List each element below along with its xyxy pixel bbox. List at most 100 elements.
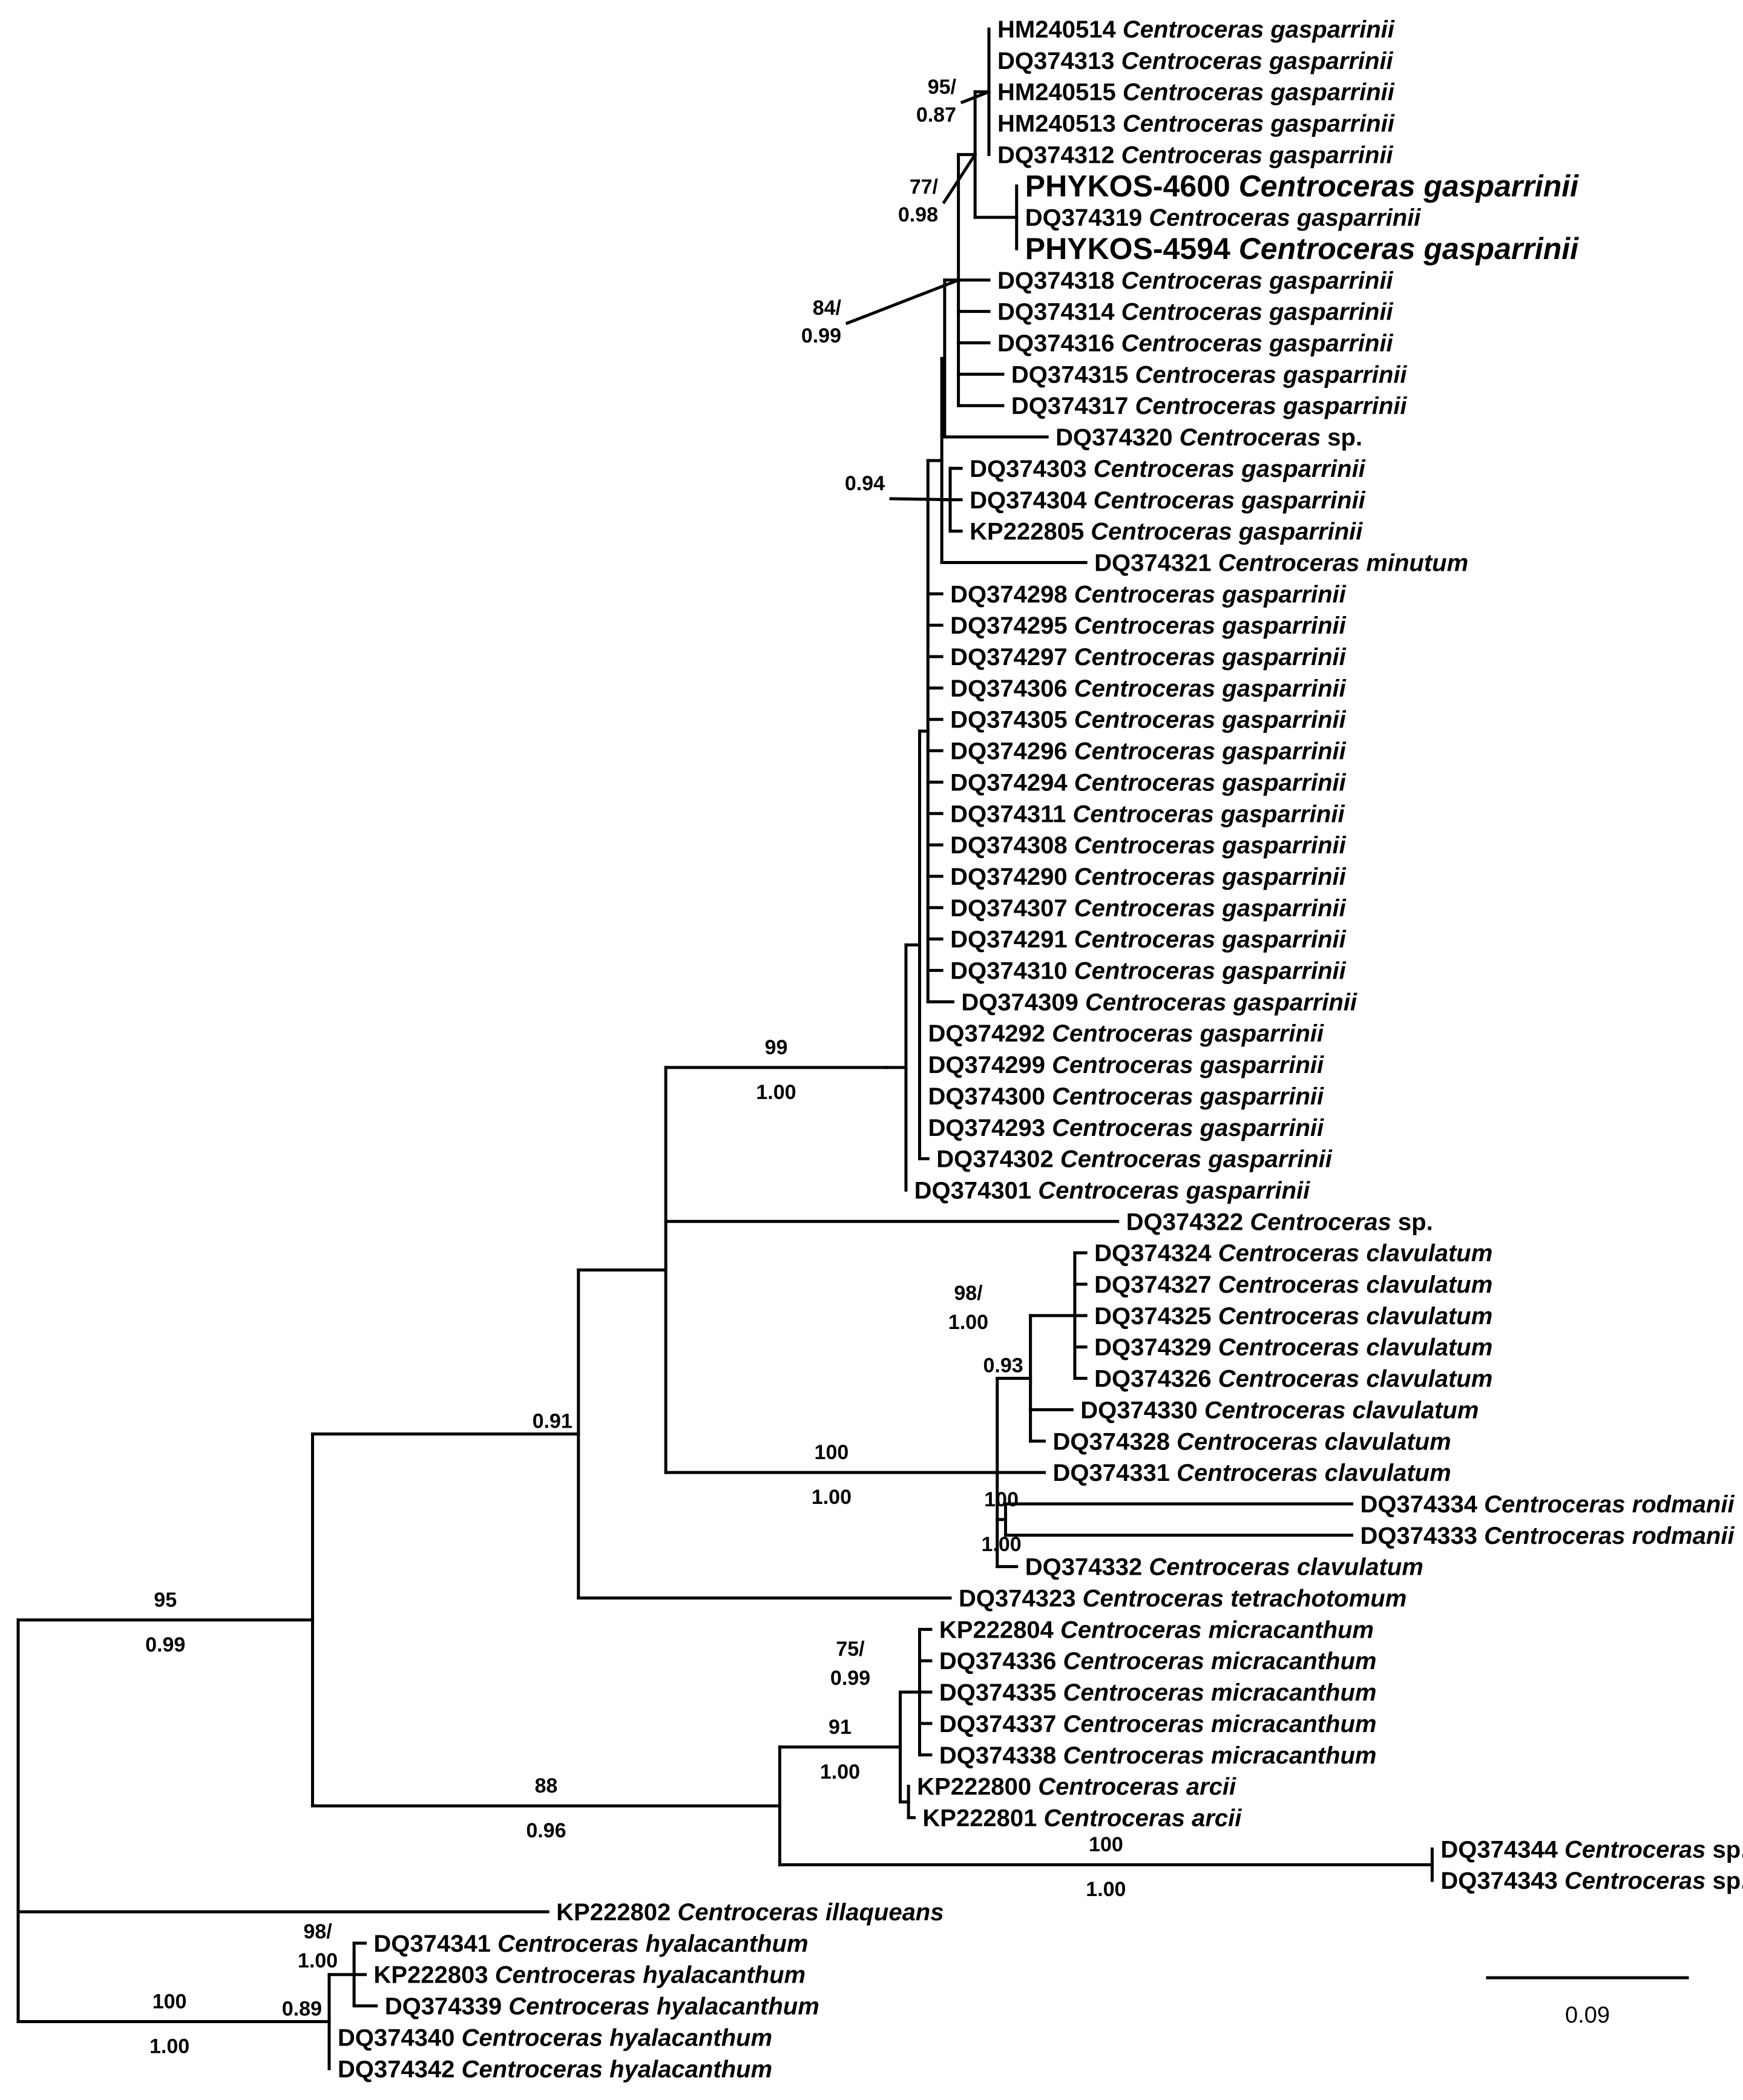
accession-number: DQ374292 — [928, 1020, 1052, 1047]
tip-label: DQ374318 Centroceras gasparrinii — [997, 267, 1394, 294]
accession-number: DQ374337 — [939, 1711, 1063, 1737]
species-name: Centroceras sp. — [1564, 1836, 1743, 1863]
support-posterior: 0.87 — [916, 103, 956, 126]
support-bootstrap: 77/ — [910, 176, 939, 199]
accession-number: DQ374322 — [1126, 1209, 1250, 1235]
accession-number: DQ374299 — [928, 1052, 1052, 1078]
tip-label: DQ374324 Centroceras clavulatum — [1094, 1240, 1492, 1267]
accession-number: DQ374343 — [1440, 1868, 1564, 1894]
tip-label: DQ374332 Centroceras clavulatum — [1025, 1554, 1423, 1581]
species-name: Centroceras arcii — [1038, 1774, 1236, 1800]
tip-label: KP222800 Centroceras arcii — [917, 1774, 1236, 1800]
accession-number: DQ374321 — [1094, 550, 1218, 576]
accession-number: KP222804 — [939, 1616, 1060, 1643]
tip-label: DQ374334 Centroceras rodmanii — [1361, 1491, 1735, 1518]
tip-label: DQ374344 Centroceras sp. — [1440, 1836, 1743, 1863]
species-name: Centroceras micracanthum — [1063, 1648, 1376, 1675]
accession-number: DQ374339 — [385, 1993, 509, 2020]
tip-label: DQ374297 Centroceras gasparrinii — [950, 644, 1347, 671]
species-name: Centroceras clavulatum — [1177, 1460, 1451, 1486]
tip-label: DQ374328 Centroceras clavulatum — [1053, 1428, 1451, 1455]
accession-number: DQ374291 — [950, 927, 1074, 953]
tip-label: HM240514 Centroceras gasparrinii — [997, 16, 1395, 43]
species-name: Centroceras gasparrinii — [1239, 169, 1579, 203]
tip-label: DQ374293 Centroceras gasparrinii — [928, 1115, 1325, 1141]
tip-label: DQ374340 Centroceras hyalacanthum — [338, 2024, 772, 2051]
species-name: Centroceras rodmanii — [1484, 1491, 1735, 1518]
tip-label: DQ374330 Centroceras clavulatum — [1080, 1397, 1479, 1423]
accession-number: DQ374301 — [914, 1177, 1039, 1204]
tree-branches — [16, 27, 1434, 2070]
support-bootstrap: 98/ — [954, 1282, 983, 1305]
accession-number: DQ374334 — [1361, 1491, 1485, 1518]
species-name: Centroceras hyalacanthum — [462, 2056, 773, 2082]
tip-label: DQ374317 Centroceras gasparrinii — [1011, 393, 1408, 419]
tip-label: DQ374315 Centroceras gasparrinii — [1011, 361, 1408, 388]
accession-number: DQ374298 — [950, 581, 1074, 608]
species-name: Centroceras micracanthum — [1063, 1679, 1376, 1706]
species-name: Centroceras gasparrinii — [1074, 769, 1347, 796]
species-name: Centroceras gasparrinii — [1074, 958, 1347, 985]
tip-label: DQ374302 Centroceras gasparrinii — [936, 1146, 1333, 1173]
tip-label: KP222804 Centroceras micracanthum — [939, 1616, 1374, 1643]
support-bootstrap: 0.94 — [845, 472, 885, 495]
accession-number: PHYKOS-4600 — [1025, 169, 1239, 203]
species-name: Centroceras arcii — [1044, 1805, 1242, 1831]
tip-label: DQ374309 Centroceras gasparrinii — [961, 989, 1357, 1016]
accession-number: DQ374335 — [939, 1679, 1063, 1706]
species-name: Centroceras hyalacanthum — [462, 2024, 773, 2051]
tip-label: KP222803 Centroceras hyalacanthum — [373, 1962, 806, 1989]
accession-number: PHYKOS-4594 — [1025, 232, 1239, 266]
tip-label: DQ374325 Centroceras clavulatum — [1094, 1303, 1492, 1330]
species-name: Centroceras sp. — [1180, 424, 1362, 451]
tip-labels: HM240514 Centroceras gasparriniiDQ374313… — [338, 16, 1743, 2082]
support-bootstrap: 95 — [154, 1589, 177, 1612]
species-name: Centroceras gasparrinii — [1121, 267, 1394, 294]
accession-number: DQ374297 — [950, 644, 1074, 671]
support-bootstrap: 100 — [1089, 1833, 1123, 1856]
support-posterior: 0.93 — [983, 1354, 1023, 1377]
accession-number: DQ374294 — [950, 769, 1074, 796]
support-bootstrap: 95/ — [928, 76, 957, 99]
tip-label: DQ374308 Centroceras gasparrinii — [950, 832, 1347, 859]
accession-number: DQ374331 — [1053, 1460, 1177, 1486]
tip-label: DQ374313 Centroceras gasparrinii — [997, 48, 1394, 74]
accession-number: DQ374323 — [959, 1586, 1083, 1612]
species-name: Centroceras gasparrinii — [1121, 299, 1394, 326]
accession-number: DQ374319 — [1025, 205, 1149, 231]
support-bootstrap: 75/ — [836, 1638, 865, 1661]
tip-label: DQ374312 Centroceras gasparrinii — [997, 142, 1394, 168]
accession-number: DQ374336 — [939, 1648, 1063, 1675]
tip-label: KP222802 Centroceras illaqueans — [556, 1899, 944, 1926]
accession-number: KP222803 — [373, 1962, 494, 1989]
accession-number: DQ374341 — [373, 1931, 497, 1957]
accession-number: KP222800 — [917, 1774, 1038, 1800]
support-posterior: 0.98 — [898, 203, 938, 226]
support-bootstrap: 88 — [534, 1774, 557, 1797]
accession-number: DQ374305 — [950, 707, 1074, 733]
accession-number: DQ374329 — [1094, 1334, 1218, 1361]
accession-number: DQ374326 — [1094, 1366, 1218, 1393]
species-name: Centroceras micracanthum — [1063, 1711, 1376, 1737]
accession-number: DQ374316 — [997, 330, 1121, 357]
accession-number: HM240515 — [997, 79, 1123, 106]
support-leader-line — [845, 278, 960, 326]
accession-number: DQ374308 — [950, 832, 1074, 859]
tip-label: DQ374310 Centroceras gasparrinii — [950, 958, 1347, 985]
support-bootstrap: 100 — [815, 1441, 849, 1464]
accession-number: DQ374295 — [950, 612, 1074, 639]
support-bootstrap: 100 — [984, 1488, 1019, 1511]
species-name: Centroceras gasparrinii — [1094, 456, 1366, 482]
scale-bar-label: 0.09 — [1565, 2003, 1610, 2028]
species-name: Centroceras gasparrinii — [1074, 612, 1347, 639]
tip-label: DQ374335 Centroceras micracanthum — [939, 1679, 1377, 1706]
support-posterior: 1.00 — [298, 1949, 338, 1972]
species-name: Centroceras clavulatum — [1218, 1334, 1493, 1361]
tip-label: DQ374323 Centroceras tetrachotomum — [959, 1586, 1407, 1612]
accession-number: DQ374312 — [997, 142, 1121, 168]
species-name: Centroceras micracanthum — [1060, 1616, 1374, 1643]
tip-label: DQ374291 Centroceras gasparrinii — [950, 927, 1347, 953]
species-name: Centroceras micracanthum — [1063, 1742, 1376, 1769]
accession-number: DQ374307 — [950, 895, 1074, 922]
tip-label: HM240513 Centroceras gasparrinii — [997, 111, 1395, 137]
